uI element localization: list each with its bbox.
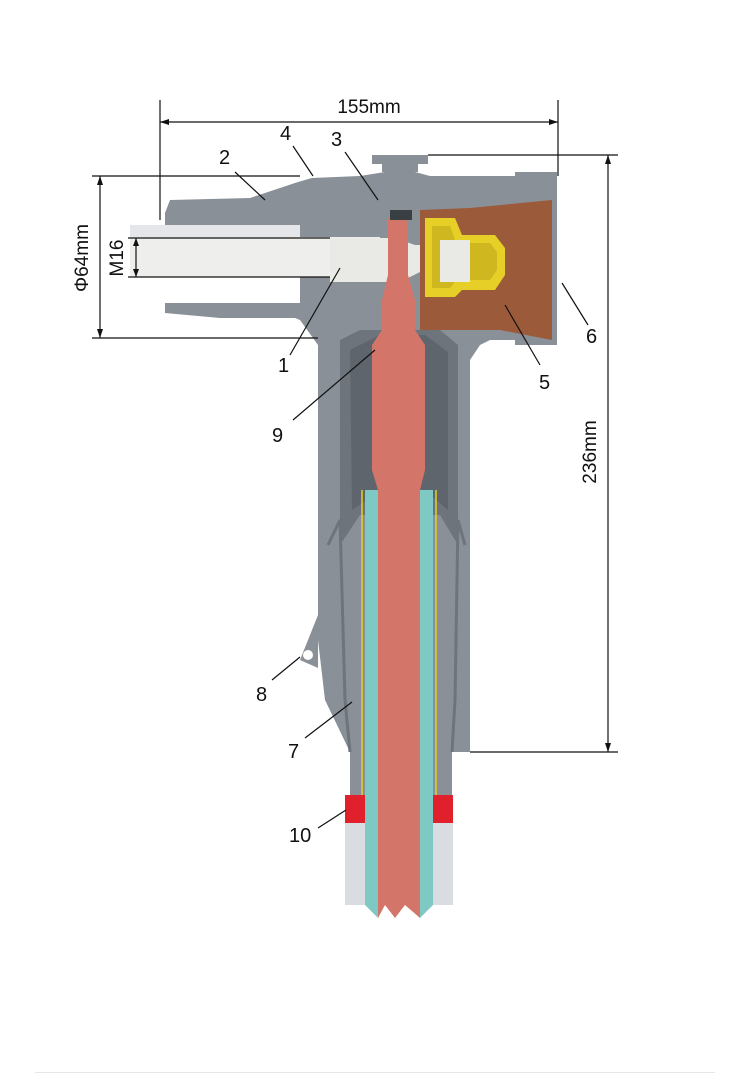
dimension-155mm: 155mm <box>159 97 559 220</box>
callout-leaders <box>234 145 589 829</box>
callout-5: 5 <box>539 372 550 394</box>
red-ring-left <box>345 795 365 823</box>
callout-6: 6 <box>586 326 597 348</box>
conductor <box>372 218 425 918</box>
callout-4: 4 <box>280 123 291 145</box>
ear-hole <box>303 650 313 660</box>
thread-label: M16 <box>107 240 128 277</box>
dimension-236mm: 236mm <box>428 154 618 753</box>
callout-10: 10 <box>289 825 311 847</box>
callout-8: 8 <box>256 684 267 706</box>
callout-9: 9 <box>272 425 283 447</box>
callout-1: 1 <box>278 355 289 377</box>
bottom-divider <box>35 1072 715 1073</box>
callout-3: 3 <box>331 129 342 151</box>
callout-2: 2 <box>219 147 230 169</box>
yellow-nut <box>425 218 505 297</box>
callout-7: 7 <box>288 741 299 763</box>
dimension-m16: M16 <box>107 237 330 278</box>
width-label: 155mm <box>337 97 400 118</box>
height-label: 236mm <box>580 420 601 483</box>
red-ring-right <box>433 795 453 823</box>
dimension-64mm: Φ64mm <box>72 175 318 339</box>
cable-insulation <box>365 490 378 918</box>
diameter-label: Φ64mm <box>72 224 93 292</box>
